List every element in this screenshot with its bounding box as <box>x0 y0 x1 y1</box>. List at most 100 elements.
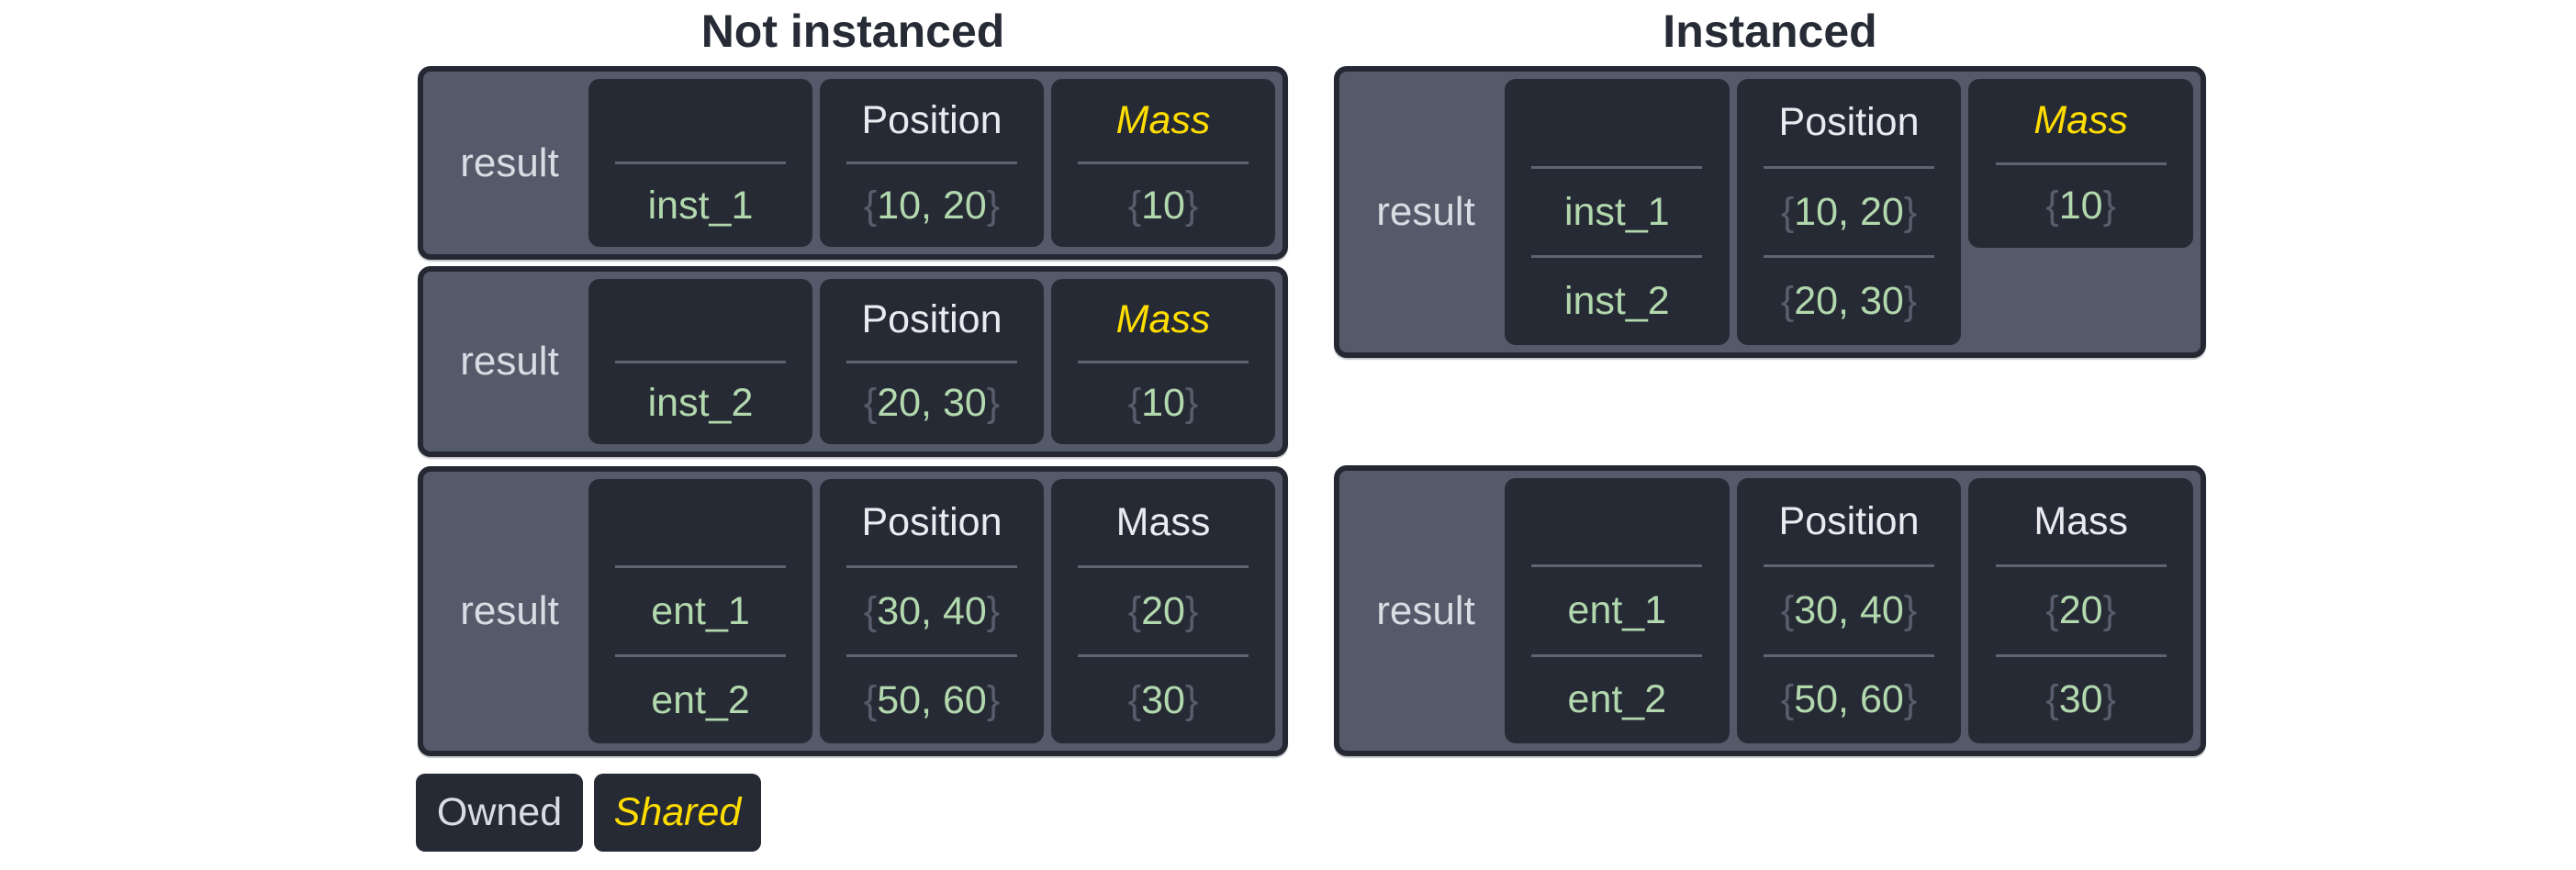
close-brace: } <box>2102 184 2116 229</box>
position-value: {30, 40} <box>820 568 1044 654</box>
divider <box>1078 162 1249 164</box>
divider <box>1531 165 1703 169</box>
position-column-header: Position <box>861 97 1002 142</box>
mass-column: Mass {10} <box>1051 79 1275 247</box>
mass-column: Mass {20} {30} <box>1051 479 1275 743</box>
position-column-header: Position <box>861 499 1002 544</box>
entity-column: ent_1 ent_2 <box>588 479 812 743</box>
result-table-not-instanced-3: result ent_1 ent_2 Position {30, 40} {50… <box>418 466 1288 756</box>
position-column: Position {30, 40} {50, 60} <box>1736 478 1962 743</box>
mass-number: 20 <box>1141 588 1185 633</box>
mass-number: 10 <box>1141 381 1185 426</box>
mass-number: 30 <box>2058 677 2103 722</box>
divider <box>615 360 786 363</box>
entity-column: ent_1 ent_2 <box>1505 478 1730 743</box>
open-brace: { <box>2045 184 2059 229</box>
close-brace: } <box>1903 189 1918 234</box>
entity-value: ent_1 <box>588 568 812 654</box>
close-brace: } <box>1184 677 1199 722</box>
open-brace: { <box>863 381 878 426</box>
mass-column-header: Mass <box>2033 498 2129 543</box>
position-value: {30, 40} <box>1737 567 1962 653</box>
position-column-header: Position <box>861 296 1002 341</box>
entity-name: inst_1 <box>1563 189 1670 234</box>
position-column: Position {10, 20} <box>820 79 1044 247</box>
entity-name: ent_1 <box>651 588 750 633</box>
mass-number: 20 <box>2058 587 2103 632</box>
close-brace: } <box>1184 381 1199 426</box>
result-table-not-instanced-2: result inst_2 Position {20, 30} Mass {10… <box>418 266 1288 457</box>
mass-value: {30} <box>1051 657 1275 743</box>
close-brace: } <box>1184 183 1199 228</box>
result-label: result <box>460 339 559 384</box>
position-numbers: 30, 40 <box>877 588 987 633</box>
open-brace: { <box>2045 587 2059 632</box>
mass-number: 10 <box>2058 184 2103 229</box>
divider <box>846 360 1017 363</box>
divider <box>1764 255 1934 259</box>
result-label: result <box>1376 189 1475 234</box>
divider <box>1995 564 2167 568</box>
entity-column: inst_1 <box>588 79 812 247</box>
mass-column: Mass {20} {30} <box>1968 478 2194 743</box>
columns: ent_1 ent_2 Position {30, 40} {50, 60} M… <box>1505 478 2194 743</box>
divider <box>615 162 786 164</box>
entity-column-header <box>588 479 812 565</box>
close-brace: } <box>986 677 1001 722</box>
title-instanced: Instanced <box>1663 6 1877 57</box>
open-brace: { <box>863 183 878 228</box>
position-value: {20, 30} <box>1737 258 1962 345</box>
divider <box>1078 565 1249 568</box>
open-brace: { <box>2045 677 2059 722</box>
close-brace: } <box>1903 279 1918 324</box>
close-brace: } <box>1184 588 1199 633</box>
position-numbers: 10, 20 <box>877 183 987 228</box>
position-numbers: 30, 40 <box>1794 587 1904 632</box>
result-label: result <box>460 139 559 185</box>
entity-value: ent_2 <box>588 657 812 743</box>
position-value: {10, 20} <box>820 164 1044 247</box>
close-brace: } <box>2102 677 2116 722</box>
mass-column-shared-single: Mass {10} <box>1968 79 2194 248</box>
mass-column: Mass {10} <box>1051 279 1275 444</box>
entity-column-header <box>588 279 812 361</box>
entity-name: inst_1 <box>647 183 754 228</box>
divider <box>846 654 1017 657</box>
divider <box>1531 255 1703 259</box>
position-value: {50, 60} <box>1737 657 1962 743</box>
result-label: result <box>1376 587 1475 633</box>
entity-value: inst_2 <box>588 363 812 445</box>
mass-value: {20} <box>1051 568 1275 654</box>
close-brace: } <box>986 588 1001 633</box>
mass-value: {30} <box>1968 657 2193 743</box>
entity-column: inst_1 inst_2 <box>1505 79 1730 345</box>
open-brace: { <box>1780 279 1795 324</box>
entity-name: ent_2 <box>651 677 750 722</box>
open-brace: { <box>1127 677 1142 722</box>
open-brace: { <box>863 588 878 633</box>
mass-number: 10 <box>1141 183 1185 228</box>
entity-name: inst_2 <box>1563 279 1670 324</box>
mass-number: 30 <box>1141 677 1185 722</box>
close-brace: } <box>986 183 1001 228</box>
position-numbers: 10, 20 <box>1794 189 1904 234</box>
position-column-header: Position <box>1778 498 1920 543</box>
result-table-instanced-1: result inst_1 inst_2 Position {10, 20} {… <box>1334 66 2206 358</box>
divider <box>1764 564 1934 568</box>
entity-value: inst_1 <box>588 164 812 247</box>
open-brace: { <box>1127 588 1142 633</box>
open-brace: { <box>1127 183 1142 228</box>
divider <box>615 565 786 568</box>
close-brace: } <box>986 381 1001 426</box>
legend: Owned Shared <box>416 774 761 852</box>
position-numbers: 20, 30 <box>1794 279 1904 324</box>
divider <box>1078 360 1249 363</box>
entity-value: inst_2 <box>1505 258 1730 345</box>
position-numbers: 50, 60 <box>877 677 987 722</box>
divider <box>1078 654 1249 657</box>
divider <box>615 654 786 657</box>
position-numbers: 50, 60 <box>1794 677 1904 722</box>
entity-value: ent_2 <box>1505 657 1730 743</box>
divider <box>1764 165 1934 169</box>
